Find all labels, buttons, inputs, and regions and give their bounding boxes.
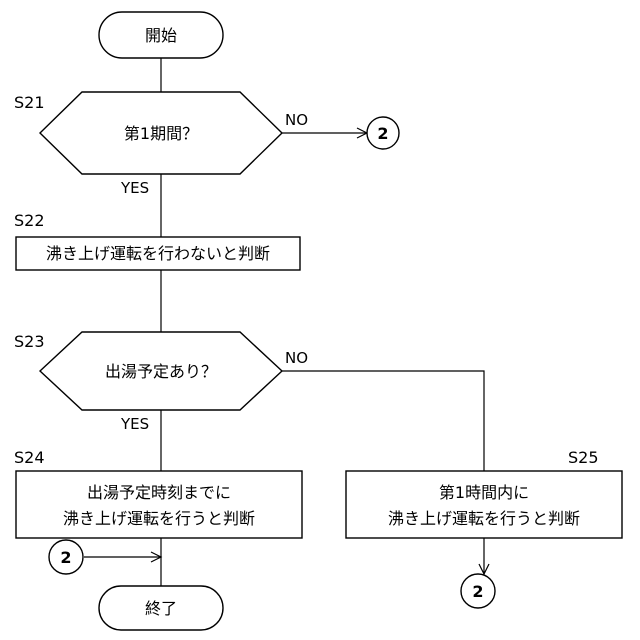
connector-s21-no-label: 2 xyxy=(377,124,388,143)
step-label-s25: S25 xyxy=(568,448,599,467)
branch-s21-no: NO xyxy=(285,111,308,129)
process-s22-text: 沸き上げ運転を行わないと判断 xyxy=(46,244,270,263)
end-label: 終了 xyxy=(145,599,177,618)
process-s25-line2: 沸き上げ運転を行うと判断 xyxy=(388,509,580,528)
branch-s23-no: NO xyxy=(285,349,308,367)
start-label: 開始 xyxy=(145,26,177,45)
end-terminal: 終了 xyxy=(99,586,223,630)
step-label-s24: S24 xyxy=(14,448,45,467)
decision-s21-text: 第1期間？ xyxy=(124,124,198,143)
connector-s25-exit-label: 2 xyxy=(472,582,483,601)
process-s24-line1: 出湯予定時刻までに xyxy=(87,483,231,502)
branch-s23-yes: YES xyxy=(120,415,149,433)
connector-s25-exit: 2 xyxy=(461,574,495,608)
connector-s21-no: 2 xyxy=(367,117,399,149)
connector-s24-entry-label: 2 xyxy=(60,548,71,567)
start-terminal: 開始 xyxy=(99,12,223,58)
process-s25-line1: 第1時間内に xyxy=(439,483,529,502)
step-label-s23: S23 xyxy=(14,332,45,351)
branch-s21-yes: YES xyxy=(120,179,149,197)
process-s22: S22 沸き上げ運転を行わないと判断 xyxy=(14,211,300,270)
step-label-s21: S21 xyxy=(14,93,45,112)
connector-s24-entry: 2 xyxy=(49,540,83,574)
flow-s23-no-to-s25 xyxy=(282,371,484,471)
process-s24-line2: 沸き上げ運転を行うと判断 xyxy=(63,509,255,528)
decision-s23-text: 出湯予定あり？ xyxy=(105,362,217,381)
process-s24: S24 出湯予定時刻までに 沸き上げ運転を行うと判断 xyxy=(14,448,302,538)
step-label-s22: S22 xyxy=(14,211,45,230)
